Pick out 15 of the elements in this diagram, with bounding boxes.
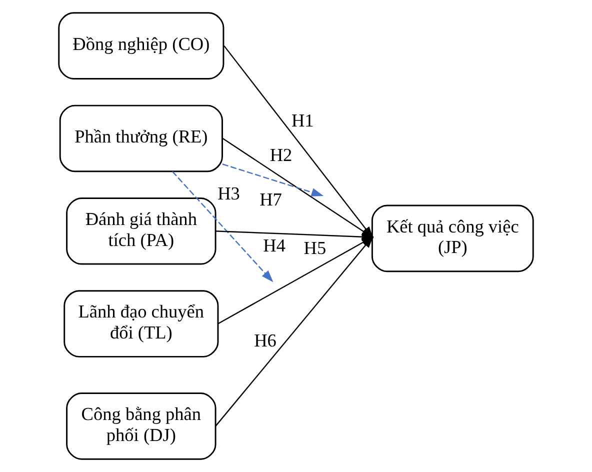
node-box: Công bằng phân phối (DJ) (66, 392, 216, 460)
arrow (172, 171, 274, 282)
edge-label: H3 (218, 183, 240, 204)
edge-label: H5 (304, 238, 326, 258)
node-box: Đánh giá thành tích (PA) (66, 197, 216, 265)
edge-label: H6 (254, 330, 276, 351)
arrow (222, 164, 324, 196)
edge-label: H2 (270, 145, 292, 166)
edge-label: H7 (260, 189, 282, 210)
node-box: Lãnh đạo chuyển đổi (TL) (64, 290, 219, 358)
edge-label: H1 (291, 110, 314, 131)
edge-label: H4 (263, 235, 286, 256)
node-box: Phần thưởng (RE) (59, 104, 223, 172)
node-box: Kết quả công việc (JP) (371, 204, 534, 272)
node-box: Đồng nghiệp (CO) (58, 12, 224, 80)
